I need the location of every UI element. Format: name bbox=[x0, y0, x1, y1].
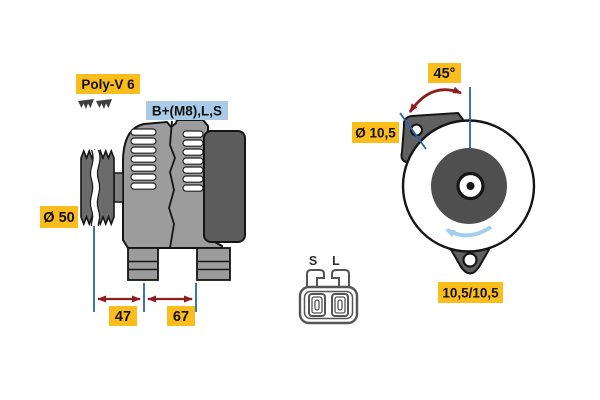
connector-detail: S L bbox=[298, 254, 359, 325]
connector-body-inner bbox=[303, 290, 354, 320]
pulley-diameter-label: Ø 50 bbox=[40, 206, 78, 228]
rear-view-alternator: 45° Ø 10,5 10,5/10,5 bbox=[352, 63, 536, 303]
svg-text:Ø 50: Ø 50 bbox=[43, 210, 74, 226]
housing-split-line bbox=[168, 120, 176, 249]
connector-socket-s bbox=[308, 293, 326, 317]
angle-arc-arrow bbox=[408, 86, 462, 113]
mount-hole-diameter-label: Ø 10,5 bbox=[352, 122, 399, 143]
connector-pin-s-label: S bbox=[309, 254, 317, 268]
rear-cover-block bbox=[203, 130, 246, 243]
dimension-lines bbox=[93, 226, 197, 312]
svg-text:Poly-V 6: Poly-V 6 bbox=[81, 77, 135, 92]
vent-slots-front bbox=[130, 128, 157, 190]
vent-slots-rear bbox=[182, 130, 204, 192]
terminal-label: B+(M8),L,S bbox=[146, 101, 228, 120]
svg-text:45°: 45° bbox=[434, 66, 456, 82]
rotation-arrow bbox=[445, 225, 493, 238]
shaft-center-dot bbox=[466, 182, 475, 190]
svg-text:67: 67 bbox=[173, 309, 189, 325]
angle-label: 45° bbox=[428, 63, 461, 83]
connector-terminal-tabs bbox=[306, 269, 350, 286]
mount-hole-bottom bbox=[462, 252, 478, 268]
svg-text:B+(M8),L,S: B+(M8),L,S bbox=[152, 104, 222, 119]
angle-reference-line-diagonal bbox=[399, 112, 427, 150]
dimension-label-47: 47 bbox=[109, 306, 137, 326]
svg-text:10,5/10,5: 10,5/10,5 bbox=[442, 286, 499, 301]
svg-text:Ø 10,5: Ø 10,5 bbox=[355, 126, 396, 141]
connector-pin-l-label: L bbox=[332, 254, 340, 268]
svg-text:47: 47 bbox=[115, 309, 131, 325]
connector-socket-l bbox=[331, 293, 349, 317]
connector-body bbox=[298, 285, 359, 325]
dimension-label-67: 67 bbox=[167, 306, 195, 326]
mounting-foot-left bbox=[127, 247, 159, 281]
shaft-spacer bbox=[113, 172, 124, 203]
side-view-alternator: 47 67 Ø 50 Poly-V 6 B+(M8),L,S bbox=[40, 74, 246, 326]
mounting-foot-right bbox=[196, 247, 231, 281]
poly-v-belt-icon bbox=[78, 99, 112, 109]
pulley-break-line bbox=[89, 148, 101, 227]
mount-holes-label: 10,5/10,5 bbox=[438, 282, 503, 303]
belt-type-label: Poly-V 6 bbox=[76, 74, 140, 94]
